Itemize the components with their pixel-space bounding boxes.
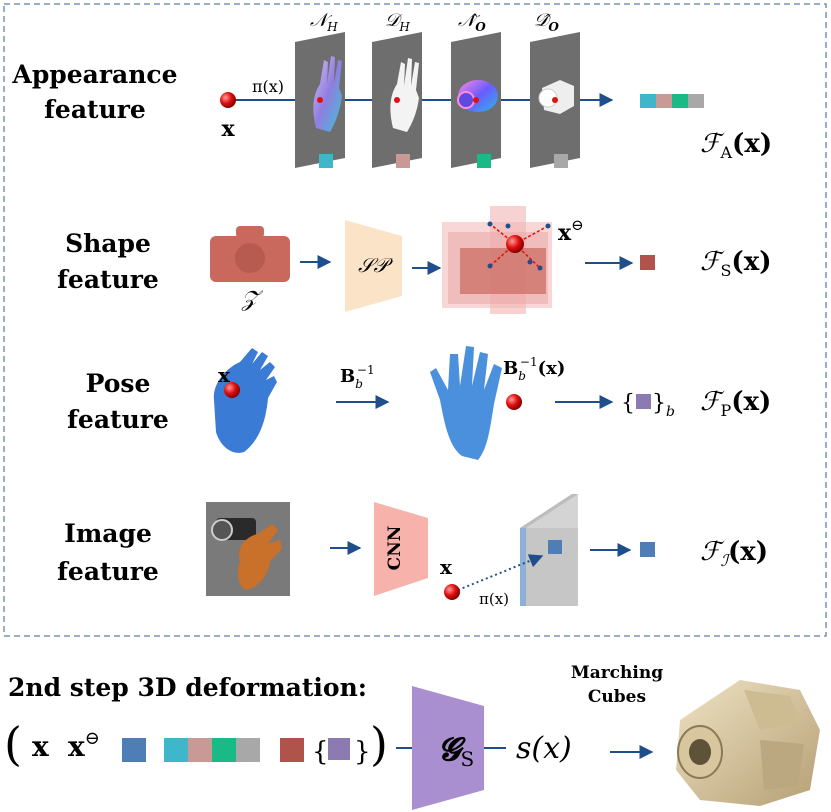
g-network [412,686,484,810]
pose-set-close: }b [652,391,675,420]
appearance-label-line1: Appearance [11,60,177,89]
plane-label-1: 𝒩H [310,10,338,34]
plane-label-2: 𝒟H [385,10,410,34]
triplane-volume [442,206,552,314]
image-label-line2: feature [57,557,159,586]
marching-cubes-line2: Cubes [588,687,646,707]
image-feature-cube [640,542,655,557]
cnn-network-label: CNN [385,526,405,571]
feature-cube-green [477,154,491,168]
pose-label-line1: Pose [86,369,151,398]
query-point [220,92,236,108]
shape-feature-cube [640,255,655,270]
image-query-point [444,584,460,600]
cnn-network [374,502,428,596]
deformed-query-point [506,235,524,253]
plane-depth-hand: 𝒟H [372,10,422,168]
input-set-close: } [354,737,371,767]
feature-cube-pink [396,154,410,168]
sdf-output: s(x) [516,731,572,766]
canonical-query-point [506,394,522,410]
image-projection-ray [457,554,544,591]
input-appearance-cubes [164,738,260,762]
marching-cubes-line1: Marching [571,663,663,683]
input-set-open: { [312,737,329,767]
depth-hand-render [390,58,419,132]
plane-label-4: 𝒟̂O [534,10,559,34]
latent-code-label: 𝒵 [241,287,264,312]
shape-row: Shape feature 𝒵 𝒮𝒫 [57,206,772,314]
step-title: 2nd step 3D deformation: [8,673,367,702]
image-sample-cube [548,540,562,554]
input-image [206,502,290,596]
image-projection-label: π(x) [479,590,509,608]
canonical-point-label: Bb−1(x) [503,355,565,383]
pose-row: Pose feature x Bb−1 Bb−1(x) { }b ℱP(x) [67,346,771,460]
appearance-label-line2: feature [44,95,146,124]
feature-extraction-frame [3,3,827,637]
shape-label-line1: Shape [65,229,151,258]
pose-feature-cube [636,394,651,409]
image-query-label: x [440,555,453,579]
pose-label-line2: feature [67,405,169,434]
pose-set-open: { [621,391,635,416]
projection-label: π(x) [252,77,284,96]
plane-normal-hand: 𝒩H [295,10,345,168]
plane-depth-object: 𝒟̂O [530,10,580,168]
query-point-label: x [221,116,235,142]
pose-query-point [224,382,240,398]
posed-hand [213,348,277,453]
appearance-row: Appearance feature x π(x) 𝒩H 𝒟H 𝒩̂O [11,10,772,168]
image-row: Image feature CNN x π(x) ℱℐ(x) [57,494,768,608]
sp-network-label: 𝒮𝒫 [358,253,393,277]
image-output: ℱℐ(x) [700,537,768,570]
input-shape-cube [280,738,304,762]
image-label-line1: Image [64,519,152,548]
plane-label-3: 𝒩̂O [458,10,486,34]
plane-normal-object: 𝒩̂O [451,10,501,168]
shape-label-line2: feature [57,265,159,294]
feature-cube-gray [554,154,568,168]
inverse-transform-label: Bb−1 [340,363,375,391]
normal-hand-render [313,56,342,132]
latent-shape-blob [210,226,290,282]
deformation-step: 2nd step 3D deformation: ( x x⊖ { } ) 𝓖S… [4,663,820,810]
input-close-paren: ) [370,717,388,771]
pose-output: ℱP(x) [700,387,771,420]
concat-feature [640,94,704,108]
input-open-paren: ( [4,717,22,771]
input-x: x [32,730,49,763]
input-image-cube [122,738,146,762]
appearance-output: ℱA(x) [700,129,772,162]
deformed-point-label: x⊖ [558,216,584,246]
shape-output: ℱS(x) [700,247,772,280]
input-x-theta: x⊖ [68,728,100,763]
sp-network [345,220,402,312]
pose-query-label: x [218,363,231,387]
reconstructed-mesh [676,680,820,806]
feature-cube-teal [319,154,333,168]
input-pose-cube [328,738,350,760]
canonical-hand [430,346,502,460]
